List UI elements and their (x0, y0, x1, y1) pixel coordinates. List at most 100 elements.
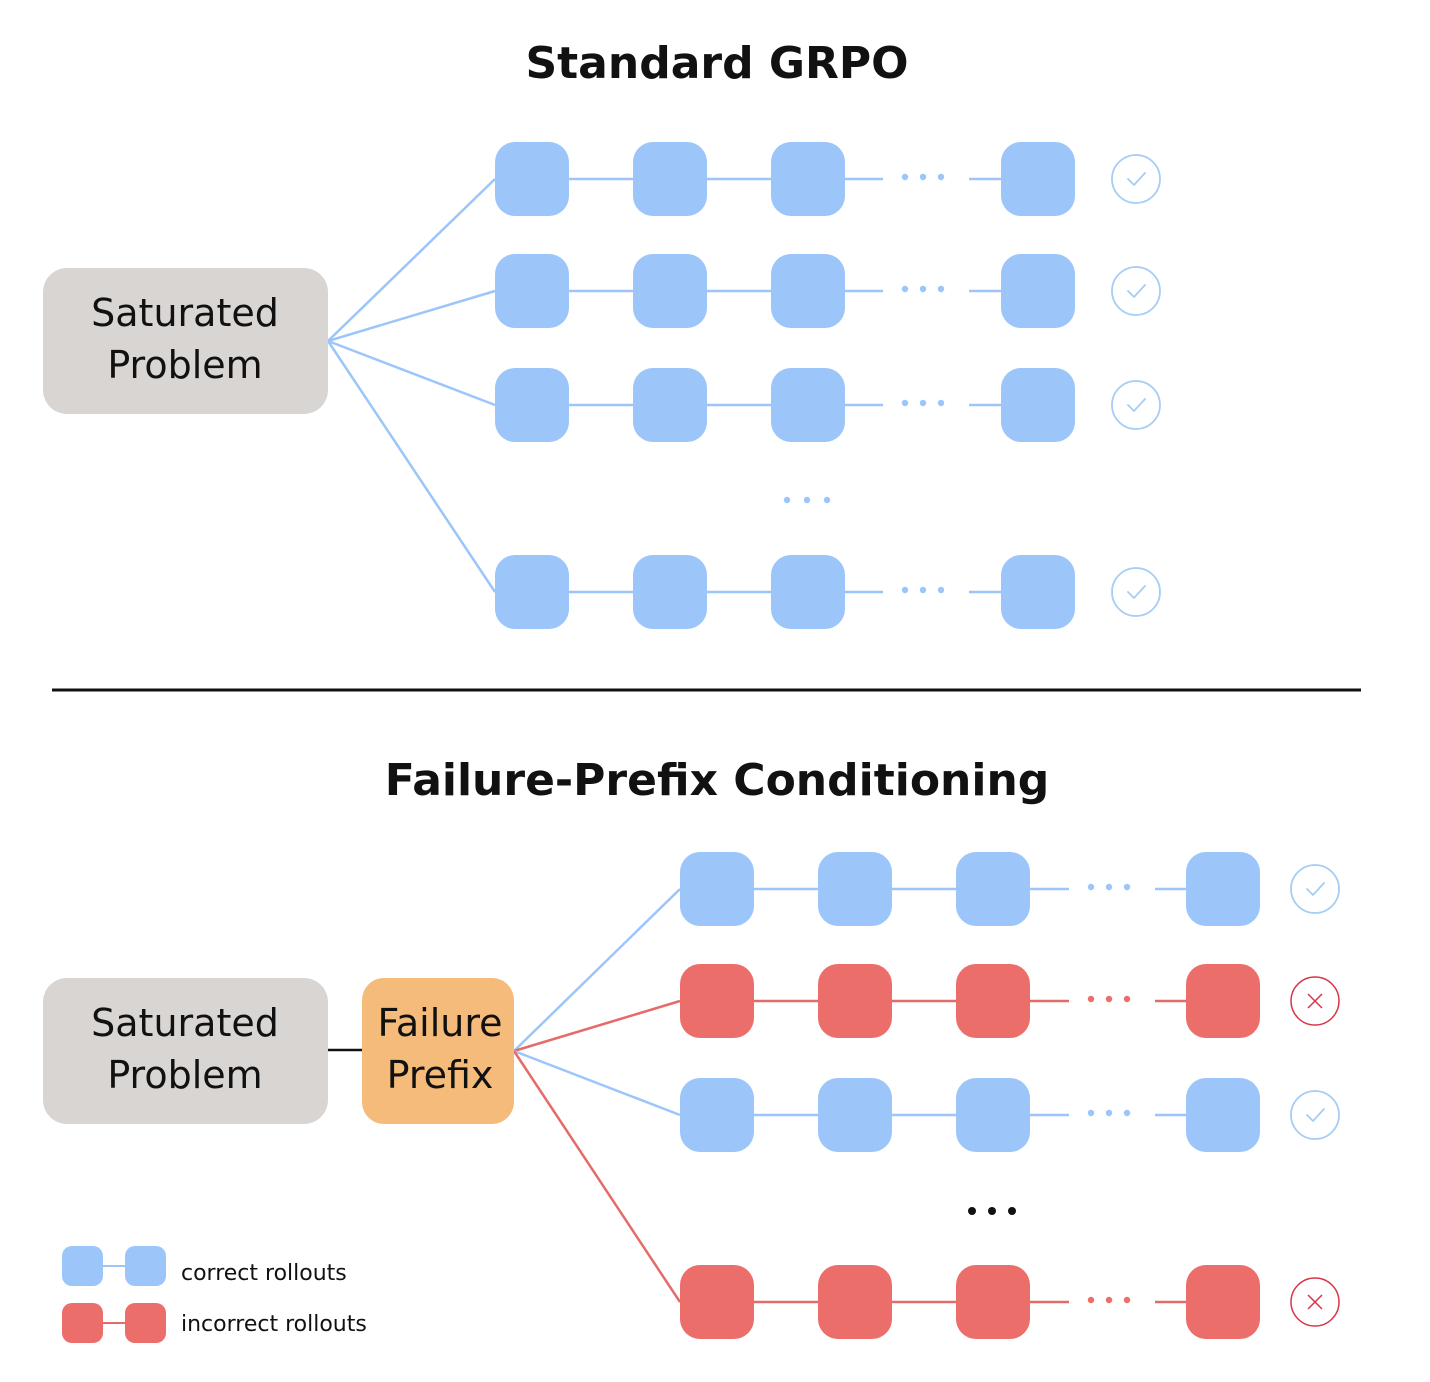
check-circle-icon (1111, 266, 1161, 316)
bottom-rollout-rows (680, 852, 1340, 1339)
ellipsis-dot (823, 496, 831, 504)
ellipsis-dot (1123, 883, 1131, 891)
failure-prefix-label-line2: Prefix (387, 1053, 494, 1097)
ellipsis-dot (1087, 883, 1095, 891)
branch-line (512, 1050, 682, 1303)
check-circle-outline (1111, 266, 1161, 316)
correct-step-node (633, 555, 707, 629)
checkmark (1306, 1108, 1325, 1122)
check-circle-outline (1290, 1090, 1340, 1140)
correct-step-node (1001, 142, 1075, 216)
saturated-problem-label-bottom-line1: Saturated (91, 1001, 279, 1045)
ellipsis-dot (1087, 1109, 1095, 1117)
ellipsis-dot (901, 586, 909, 594)
ellipsis-dot (1123, 1296, 1131, 1304)
more-rollouts-ellipsis (783, 496, 831, 504)
check-circle-outline (1290, 864, 1340, 914)
legend-correct-node (62, 1246, 103, 1286)
x-stroke (1307, 1294, 1323, 1310)
check-circle-outline (1111, 154, 1161, 204)
correct-step-node (771, 142, 845, 216)
ellipsis-dot (803, 496, 811, 504)
check-circle-icon (1290, 1090, 1340, 1140)
branch-line (327, 178, 496, 342)
incorrect-step-node (818, 964, 892, 1038)
ellipsis-dot (901, 173, 909, 181)
legend-correct-node (125, 1246, 166, 1286)
top-rollout-rows (495, 142, 1161, 629)
correct-rollout-row (680, 852, 1340, 926)
correct-step-node (1001, 368, 1075, 442)
ellipsis-dot (988, 1207, 996, 1215)
ellipsis-dot (1087, 1296, 1095, 1304)
ellipsis-dot (1105, 1109, 1113, 1117)
checkmark (1306, 882, 1325, 896)
incorrect-rollout-row (680, 964, 1340, 1038)
saturated-problem-box (43, 268, 328, 414)
check-circle-icon (1111, 567, 1161, 617)
correct-step-node (495, 368, 569, 442)
ellipsis-dot (1105, 1296, 1113, 1304)
saturated-problem-label-line1: Saturated (91, 291, 279, 335)
correct-step-node (818, 852, 892, 926)
incorrect-step-node (1186, 1265, 1260, 1339)
correct-step-node (633, 142, 707, 216)
ellipsis-dot (937, 586, 945, 594)
ellipsis-dot (919, 285, 927, 293)
x-stroke (1307, 993, 1323, 1009)
check-circle-outline (1111, 567, 1161, 617)
correct-step-node (680, 1078, 754, 1152)
correct-step-node (680, 852, 754, 926)
standard-grpo-title: Standard GRPO (525, 38, 908, 89)
check-circle-outline (1111, 380, 1161, 430)
check-circle-icon (1111, 154, 1161, 204)
correct-step-node (956, 852, 1030, 926)
correct-rollout-row (495, 368, 1161, 442)
checkmark (1127, 284, 1146, 298)
correct-step-node (1001, 555, 1075, 629)
correct-step-node (633, 254, 707, 328)
legend-incorrect-node (62, 1303, 103, 1343)
correct-rollout-row (680, 1078, 1340, 1152)
correct-step-node (1001, 254, 1075, 328)
ellipsis-dot (919, 399, 927, 407)
x-circle-outline (1290, 976, 1340, 1026)
ellipsis-dot (901, 285, 909, 293)
saturated-problem-label-line2: Problem (107, 343, 262, 387)
branch-line (326, 340, 497, 593)
more-rollouts-ellipsis (968, 1207, 1016, 1215)
correct-step-node (495, 555, 569, 629)
correct-rollout-row (495, 555, 1161, 629)
checkmark (1127, 398, 1146, 412)
standard-grpo-section: Standard GRPO Saturated Problem (43, 38, 1161, 629)
failure-prefix-box (362, 978, 514, 1124)
ellipsis-dot (937, 399, 945, 407)
correct-rollout-row (495, 142, 1161, 216)
top-branch-lines (326, 178, 497, 593)
correct-step-node (1186, 852, 1260, 926)
ellipsis-dot (783, 496, 791, 504)
legend-incorrect: incorrect rollouts (62, 1303, 367, 1343)
saturated-problem-box-bottom (43, 978, 328, 1124)
ellipsis-dot (1123, 1109, 1131, 1117)
incorrect-rollout-row (680, 1265, 1340, 1339)
ellipsis-dot (919, 173, 927, 181)
checkmark (1127, 585, 1146, 599)
failure-prefix-label-line1: Failure (377, 1001, 502, 1045)
correct-step-node (495, 142, 569, 216)
check-circle-icon (1111, 380, 1161, 430)
incorrect-step-node (818, 1265, 892, 1339)
ellipsis-dot (968, 1207, 976, 1215)
correct-step-node (818, 1078, 892, 1152)
ellipsis-dot (937, 173, 945, 181)
failure-prefix-section: Failure-Prefix Conditioning Saturated Pr… (43, 755, 1340, 1339)
incorrect-step-node (680, 964, 754, 1038)
legend-incorrect-node (125, 1303, 166, 1343)
legend-incorrect-label: incorrect rollouts (181, 1312, 367, 1337)
correct-step-node (771, 555, 845, 629)
branch-line (513, 999, 681, 1053)
checkmark (1127, 172, 1146, 186)
incorrect-step-node (956, 964, 1030, 1038)
bottom-branch-lines (512, 888, 682, 1303)
